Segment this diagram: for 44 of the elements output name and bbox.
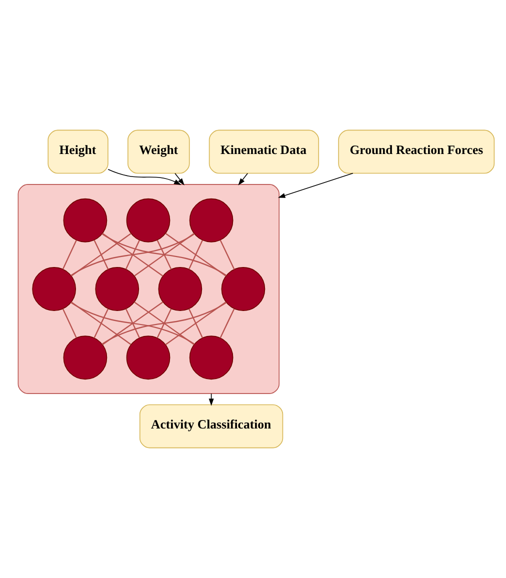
node-circle — [189, 336, 234, 380]
connector — [71, 232, 132, 276]
connector — [165, 302, 226, 346]
connector — [188, 240, 204, 270]
node-circle — [32, 267, 76, 311]
connector — [134, 302, 194, 345]
node-circle — [189, 198, 234, 242]
node-box: Height — [48, 130, 108, 174]
arrow — [278, 172, 354, 198]
connector — [156, 308, 172, 338]
connector — [125, 308, 140, 338]
connector — [188, 308, 203, 338]
cluster — [18, 184, 280, 394]
connector — [156, 240, 172, 270]
connector — [102, 233, 227, 276]
node-circle — [63, 336, 108, 380]
connector — [220, 308, 235, 338]
node-box: Kinematic Data — [208, 130, 320, 174]
node-circle — [126, 336, 170, 380]
connector — [102, 232, 164, 276]
arrow — [174, 172, 184, 186]
connector — [94, 308, 109, 338]
node-box: Ground Reaction Forces — [338, 130, 495, 174]
node-circle — [221, 267, 266, 311]
connector — [70, 302, 195, 345]
arrow — [238, 172, 248, 186]
connector — [70, 233, 195, 276]
node-circle — [95, 267, 140, 311]
node-circle — [158, 267, 202, 311]
connector — [71, 302, 132, 345]
node-circle — [63, 198, 108, 242]
connector — [220, 240, 235, 270]
connector — [134, 232, 194, 276]
connector — [62, 308, 77, 338]
node-circle — [126, 198, 170, 242]
connector — [102, 302, 164, 346]
node-box: Activity Classification — [139, 404, 284, 448]
connector — [165, 232, 226, 276]
node-box: Weight — [128, 130, 190, 174]
connector — [102, 302, 227, 345]
connector — [125, 240, 140, 270]
connector — [62, 240, 77, 270]
arrow — [108, 168, 182, 186]
connector — [94, 240, 109, 270]
